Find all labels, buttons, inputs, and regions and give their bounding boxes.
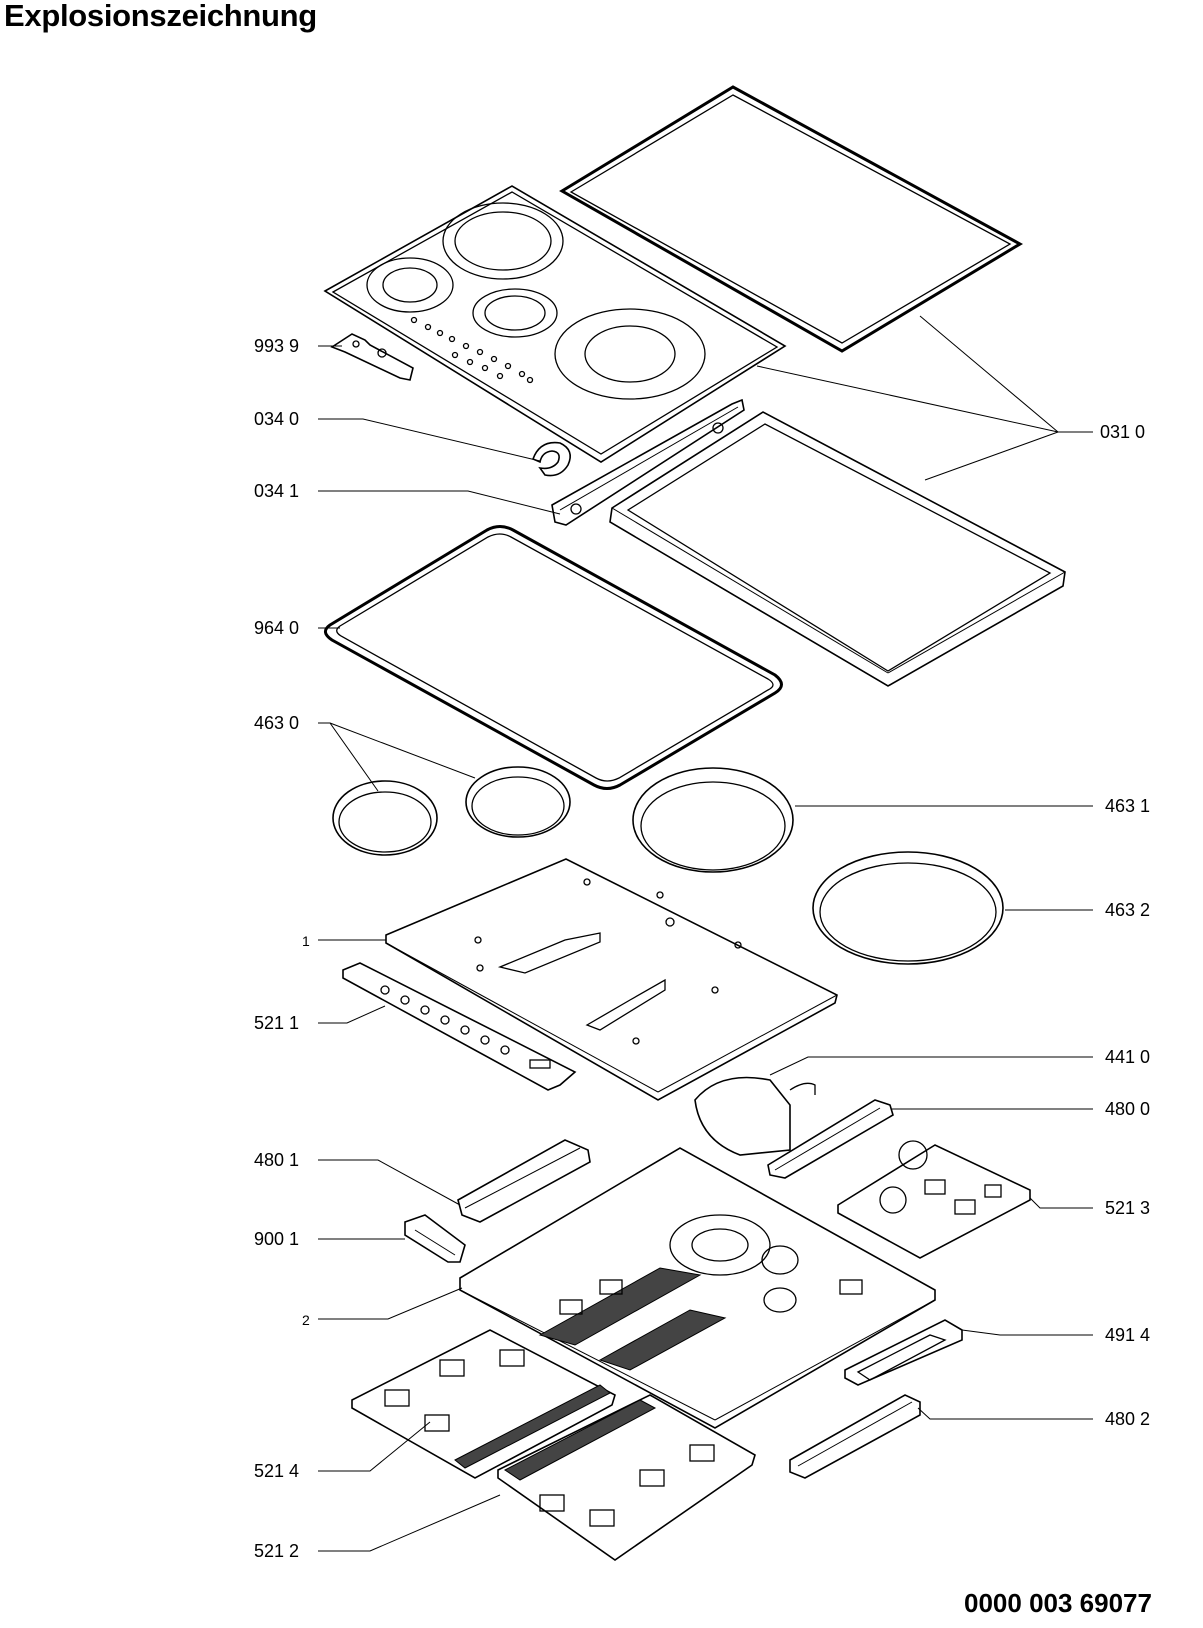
label-463-0: 463 0 xyxy=(254,713,299,733)
control-board-part xyxy=(342,962,577,1091)
cable-480-1-part xyxy=(457,1139,591,1223)
induction-coil-small-2 xyxy=(465,766,571,838)
cable-480-0-part xyxy=(767,1099,894,1179)
control-slider-part xyxy=(330,333,414,381)
induction-coil-large-1 xyxy=(632,767,794,873)
label-521-3: 521 3 xyxy=(1105,1198,1150,1218)
label-441-0: 441 0 xyxy=(1105,1047,1150,1067)
power-board-4-part xyxy=(351,1329,616,1479)
page-title: Explosionszeichnung xyxy=(4,0,317,33)
label-463-1: 463 1 xyxy=(1105,796,1150,816)
clip-part xyxy=(531,441,571,477)
outer-frame-part xyxy=(609,411,1066,687)
glass-cooktop-part xyxy=(323,185,787,463)
label-480-1: 480 1 xyxy=(254,1150,299,1170)
label-480-2: 480 2 xyxy=(1105,1409,1150,1429)
cable-480-2-part xyxy=(789,1394,921,1479)
label-2: 2 xyxy=(302,1312,310,1328)
cover-491-4-part xyxy=(844,1319,963,1386)
bracket-rail-part xyxy=(551,398,745,526)
label-034-1: 034 1 xyxy=(254,481,299,501)
seal-ring-part xyxy=(324,525,783,790)
induction-coil-large-2 xyxy=(812,851,1004,965)
frame-gasket-part xyxy=(559,85,1024,353)
leader-lines xyxy=(318,315,1093,1552)
label-900-1: 900 1 xyxy=(254,1229,299,1249)
power-board-2-part xyxy=(497,1394,756,1561)
label-993-9: 993 9 xyxy=(254,336,299,356)
label-521-1: 521 1 xyxy=(254,1013,299,1033)
label-964-0: 964 0 xyxy=(254,618,299,638)
label-491-4: 491 4 xyxy=(1105,1325,1150,1345)
induction-coil-small-1 xyxy=(332,780,438,856)
part-labels: 993 9 034 0 034 1 964 0 463 0 1 521 1 48… xyxy=(254,336,1150,1561)
label-480-0: 480 0 xyxy=(1105,1099,1150,1119)
label-463-2: 463 2 xyxy=(1105,900,1150,920)
label-034-0: 034 0 xyxy=(254,409,299,429)
label-1: 1 xyxy=(302,933,310,949)
fan-part xyxy=(694,1076,816,1156)
connector-900-1-part xyxy=(404,1214,466,1263)
support-plate-part xyxy=(385,858,838,1101)
document-number: 0000 003 69077 xyxy=(964,1588,1152,1618)
label-521-4: 521 4 xyxy=(254,1461,299,1481)
label-521-2: 521 2 xyxy=(254,1541,299,1561)
housing-base-part xyxy=(459,1147,936,1429)
power-board-3-part xyxy=(837,1140,1031,1259)
label-031-0: 031 0 xyxy=(1100,422,1145,442)
